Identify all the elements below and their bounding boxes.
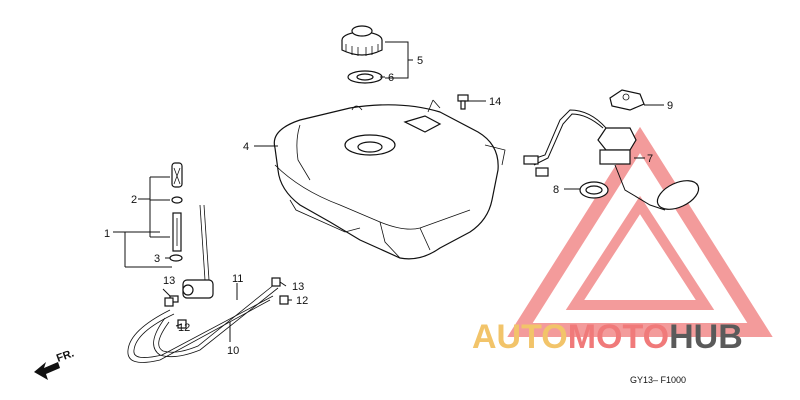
watermark-part1: AUTO xyxy=(472,318,568,356)
front-indicator: FR. xyxy=(55,347,76,364)
callout-8: 8 xyxy=(553,184,559,196)
callout-3: 3 xyxy=(154,253,160,265)
front-arrow-icon xyxy=(34,362,60,380)
fuel-cock xyxy=(169,204,214,303)
callout-11: 11 xyxy=(232,273,243,285)
watermark-part2: MOTO xyxy=(568,318,669,356)
cap-gasket xyxy=(347,70,383,84)
bolt-14 xyxy=(457,94,469,110)
callout-2: 2 xyxy=(131,194,137,206)
fuel-tank xyxy=(273,99,506,260)
svg-text:AUTOMOTOHUB: AUTOMOTOHUB xyxy=(472,318,743,356)
fuel-hose-11 xyxy=(153,283,279,358)
callout-14: 14 xyxy=(489,96,501,108)
watermark-text: AUTOMOTOHUB xyxy=(472,318,743,356)
callout-13b: 13 xyxy=(292,281,304,293)
callout-6: 6 xyxy=(388,72,394,84)
callout-13a: 13 xyxy=(163,275,175,287)
sender-cover xyxy=(609,89,645,111)
fuel-cap xyxy=(341,25,383,56)
callout-12b: 12 xyxy=(296,295,308,307)
callout-12a: 12 xyxy=(178,322,190,334)
watermark-part3: HUB xyxy=(669,318,743,356)
sender-gasket xyxy=(579,181,609,199)
callout-4: 4 xyxy=(243,141,249,153)
callout-1: 1 xyxy=(104,228,110,240)
callout-10: 10 xyxy=(227,345,239,357)
fuel-filter-screen xyxy=(169,162,183,262)
fuel-sender-unit xyxy=(523,109,700,211)
callout-9: 9 xyxy=(667,100,673,112)
watermark-logo xyxy=(507,126,773,337)
callout-5: 5 xyxy=(417,55,423,67)
fuel-hose-10 xyxy=(127,295,274,363)
callout-7: 7 xyxy=(647,153,653,165)
diagram-code: GY13– F1000 xyxy=(630,375,686,385)
